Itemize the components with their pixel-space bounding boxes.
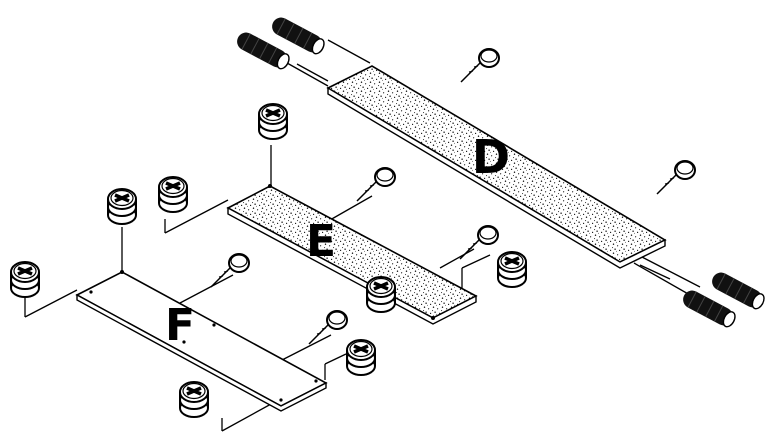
cam-lock-fitting-icon xyxy=(9,260,41,299)
panel-e-group: E xyxy=(164,145,491,325)
panel-f-group: F xyxy=(24,227,347,432)
cam-lock-fitting-icon xyxy=(496,250,528,289)
panel-d-group: D xyxy=(254,39,701,296)
cam-bolt-icon xyxy=(459,225,499,260)
panel-f-edge xyxy=(76,293,327,412)
cam-bolt-icon xyxy=(460,48,500,83)
panel-e-guide-lines xyxy=(164,145,491,295)
panel-e-label: E xyxy=(306,216,336,267)
panel-f-label: F xyxy=(165,300,195,351)
cam-lock-fitting-icon xyxy=(345,338,377,377)
cam-lock-fitting-icon xyxy=(178,380,210,419)
panel-d-label: D xyxy=(472,130,510,184)
cam-bolt-icon xyxy=(656,160,696,195)
cam-lock-fitting-icon xyxy=(106,187,138,226)
panel-e xyxy=(226,185,478,319)
cam-lock-fitting-icon xyxy=(365,275,397,314)
panel-d-edge xyxy=(327,86,666,269)
cam-bolt-icon xyxy=(308,310,348,345)
cam-lock-fitting-icon xyxy=(157,175,189,214)
cam-bolt-icon xyxy=(210,253,250,288)
cam-bolt-icon xyxy=(356,167,396,202)
cam-lock-fitting-icon xyxy=(257,102,289,141)
